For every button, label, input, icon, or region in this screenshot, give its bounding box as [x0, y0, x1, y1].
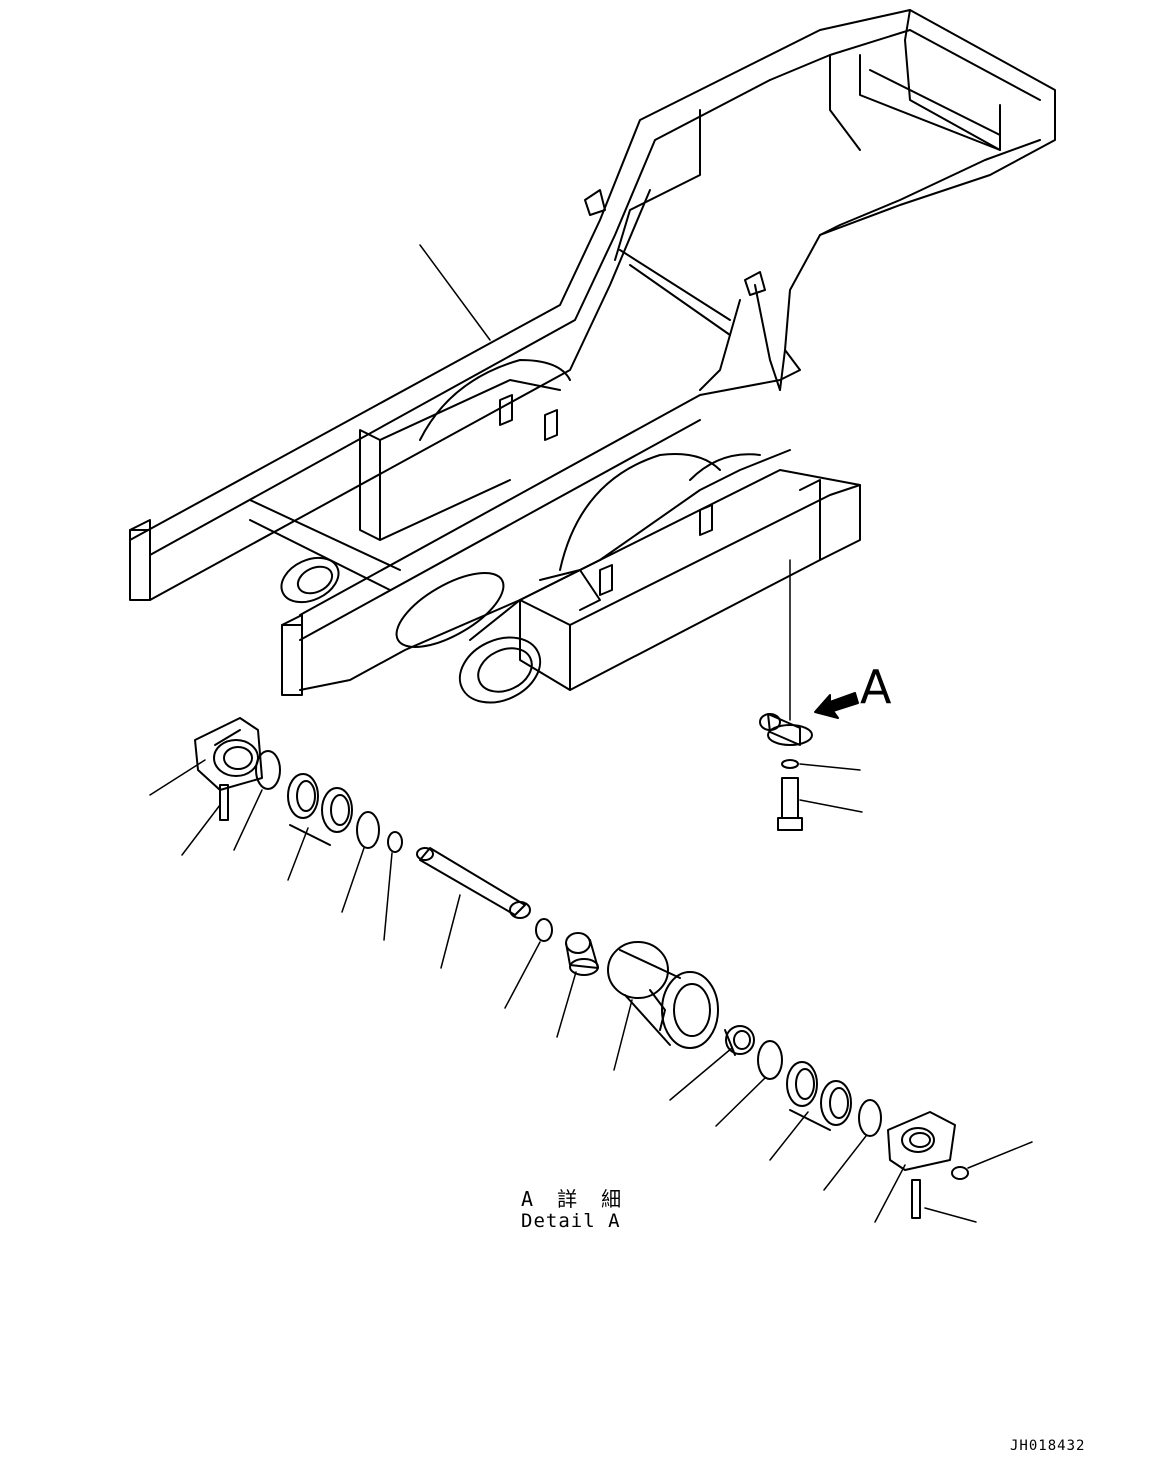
detail-label-english: Detail A — [521, 1210, 621, 1232]
roller-exploded-parts — [149, 717, 1033, 1223]
detail-label-japanese: A 詳 細 — [521, 1187, 628, 1211]
grease-fitting-group — [759, 713, 863, 831]
drawing-id-label: JH018432 — [1010, 1438, 1086, 1454]
track-frame-assembly — [129, 9, 1056, 721]
callout-letter: A — [860, 660, 892, 714]
detail-a-arrow — [814, 692, 859, 719]
